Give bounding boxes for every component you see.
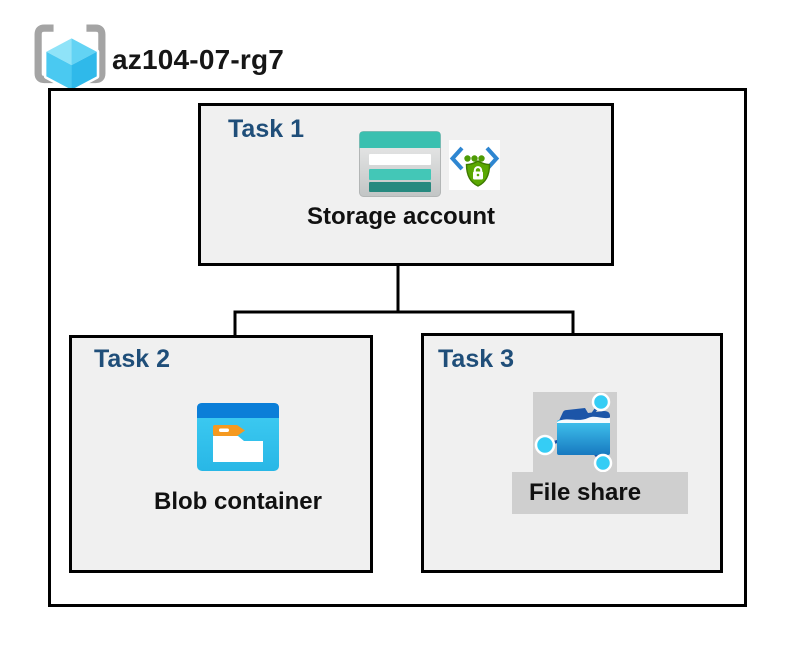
blob-container-icon — [197, 403, 279, 471]
file-share-icon-backdrop — [533, 392, 617, 472]
item-label-file-share: File share — [512, 472, 688, 514]
item-label-storage-account: Storage account — [306, 203, 496, 230]
secure-endpoint-icon — [449, 140, 500, 190]
resource-group-name: az104-07-rg7 — [112, 44, 285, 75]
file-share-icon — [534, 392, 613, 472]
task-label: Task 3 — [438, 345, 514, 373]
task-box-1: Task 1 Storage — [198, 103, 614, 266]
task-box-3: Task 3 File share — [421, 333, 723, 573]
storage-account-icon — [359, 131, 441, 197]
task-label: Task 2 — [94, 345, 170, 373]
task-box-2: Task 2 Blob container — [69, 335, 373, 573]
resource-group-icon — [34, 24, 106, 93]
item-label-blob-container: Blob container — [153, 488, 322, 515]
task-label: Task 1 — [228, 115, 304, 143]
